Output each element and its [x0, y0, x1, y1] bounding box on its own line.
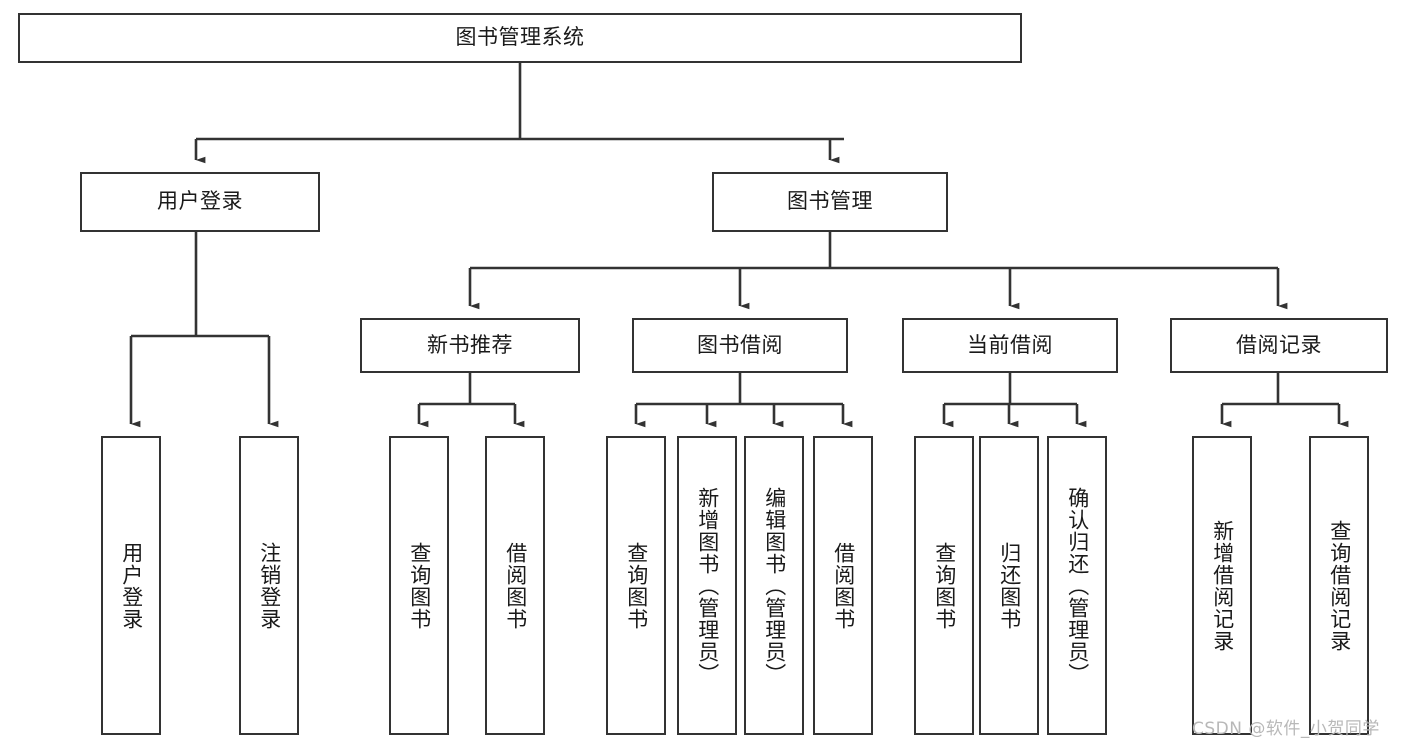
- leaf-borrow-record-1[interactable]: 查询借阅记录: [1309, 436, 1369, 735]
- leaf-user-login-0[interactable]: 用户登录: [101, 436, 161, 735]
- leaf-book-borrow-2-label: 编辑图书（管理员）: [762, 486, 787, 685]
- leaf-user-login-1-label: 注销登录: [257, 541, 282, 630]
- leaf-new-book-1[interactable]: 借阅图书: [485, 436, 545, 735]
- leaf-book-borrow-0-label: 查询图书: [624, 541, 649, 630]
- leaf-user-login-0-label: 用户登录: [119, 541, 144, 630]
- node-current-borrow[interactable]: 当前借阅: [902, 318, 1118, 373]
- node-new-book-recommend[interactable]: 新书推荐: [360, 318, 580, 373]
- leaf-book-borrow-2[interactable]: 编辑图书（管理员）: [744, 436, 804, 735]
- leaf-current-borrow-0-label: 查询图书: [932, 541, 957, 630]
- node-user-login-label: 用户登录: [157, 189, 243, 214]
- leaf-current-borrow-0[interactable]: 查询图书: [914, 436, 974, 735]
- leaf-new-book-0[interactable]: 查询图书: [389, 436, 449, 735]
- node-book-management[interactable]: 图书管理: [712, 172, 948, 232]
- node-book-management-label: 图书管理: [787, 189, 873, 214]
- node-borrow-record-label: 借阅记录: [1236, 332, 1322, 357]
- leaf-borrow-record-1-label: 查询借阅记录: [1327, 519, 1352, 652]
- leaf-book-borrow-3[interactable]: 借阅图书: [813, 436, 873, 735]
- leaf-borrow-record-0[interactable]: 新增借阅记录: [1192, 436, 1252, 735]
- node-root[interactable]: 图书管理系统: [18, 13, 1022, 63]
- node-new-book-recommend-label: 新书推荐: [427, 332, 513, 357]
- leaf-current-borrow-1[interactable]: 归还图书: [979, 436, 1039, 735]
- leaf-new-book-1-label: 借阅图书: [503, 541, 528, 630]
- leaf-book-borrow-0[interactable]: 查询图书: [606, 436, 666, 735]
- csdn-watermark: CSDN @软件_小贺同学: [1192, 719, 1380, 739]
- node-current-borrow-label: 当前借阅: [967, 332, 1053, 357]
- leaf-borrow-record-0-label: 新增借阅记录: [1210, 519, 1235, 652]
- node-user-login[interactable]: 用户登录: [80, 172, 320, 232]
- node-root-label: 图书管理系统: [455, 25, 585, 50]
- leaf-current-borrow-1-label: 归还图书: [997, 541, 1022, 630]
- node-book-borrow-label: 图书借阅: [697, 332, 783, 357]
- leaf-current-borrow-2[interactable]: 确认归还（管理员）: [1047, 436, 1107, 735]
- leaf-current-borrow-2-label: 确认归还（管理员）: [1065, 486, 1090, 685]
- node-book-borrow[interactable]: 图书借阅: [632, 318, 848, 373]
- leaf-new-book-0-label: 查询图书: [407, 541, 432, 630]
- leaf-book-borrow-1-label: 新增图书（管理员）: [695, 486, 720, 685]
- leaf-book-borrow-3-label: 借阅图书: [831, 541, 856, 630]
- leaf-book-borrow-1[interactable]: 新增图书（管理员）: [677, 436, 737, 735]
- leaf-user-login-1[interactable]: 注销登录: [239, 436, 299, 735]
- node-borrow-record[interactable]: 借阅记录: [1170, 318, 1388, 373]
